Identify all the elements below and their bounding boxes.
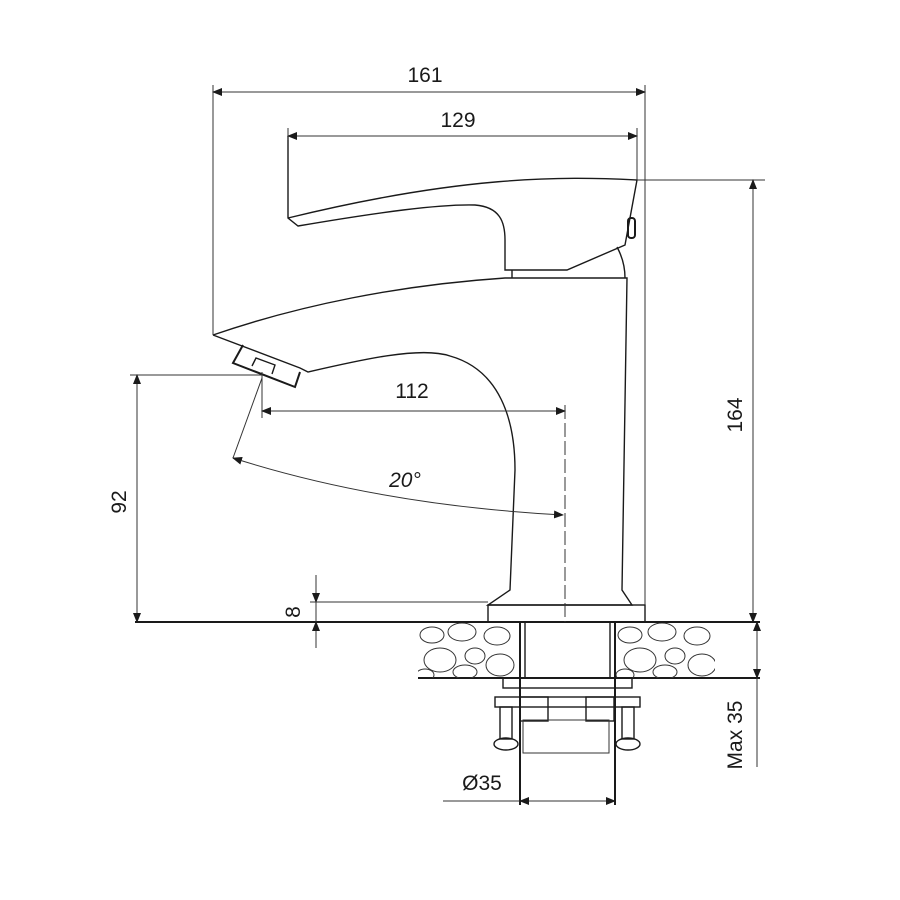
- dim-overall-length: 161: [212, 64, 646, 605]
- aerator: [231, 344, 301, 389]
- dim-label-164: 164: [724, 397, 747, 432]
- dim-label-161: 161: [407, 64, 442, 87]
- dim-label-92: 92: [108, 490, 131, 513]
- dim-label-20-degrees: 20°: [388, 469, 421, 492]
- dim-overall-height: 164: [637, 179, 765, 623]
- counter-stone-hatch: [418, 623, 715, 678]
- dim-label-129: 129: [440, 109, 475, 132]
- dim-spout-height: 92: [108, 374, 262, 623]
- dim-max-counter-thickness: Max 35: [724, 621, 761, 770]
- dim-swivel-angle: 20°: [232, 377, 564, 519]
- dim-spout-reach: 112: [261, 372, 566, 622]
- dim-base-height: 8: [282, 575, 488, 648]
- dim-hole-diameter: Ø35: [443, 772, 616, 805]
- dim-label-max-35: Max 35: [724, 701, 747, 770]
- dim-label-112: 112: [395, 380, 428, 403]
- dim-label-diameter-35: Ø35: [462, 772, 502, 795]
- handle-knob: [627, 217, 636, 239]
- dim-handle-length: 129: [287, 109, 638, 180]
- faucet-handle: [287, 136, 638, 279]
- dim-label-8: 8: [282, 606, 305, 618]
- faucet-body: [212, 277, 646, 623]
- mounting-shank: [493, 622, 641, 805]
- faucet-base: [487, 604, 646, 623]
